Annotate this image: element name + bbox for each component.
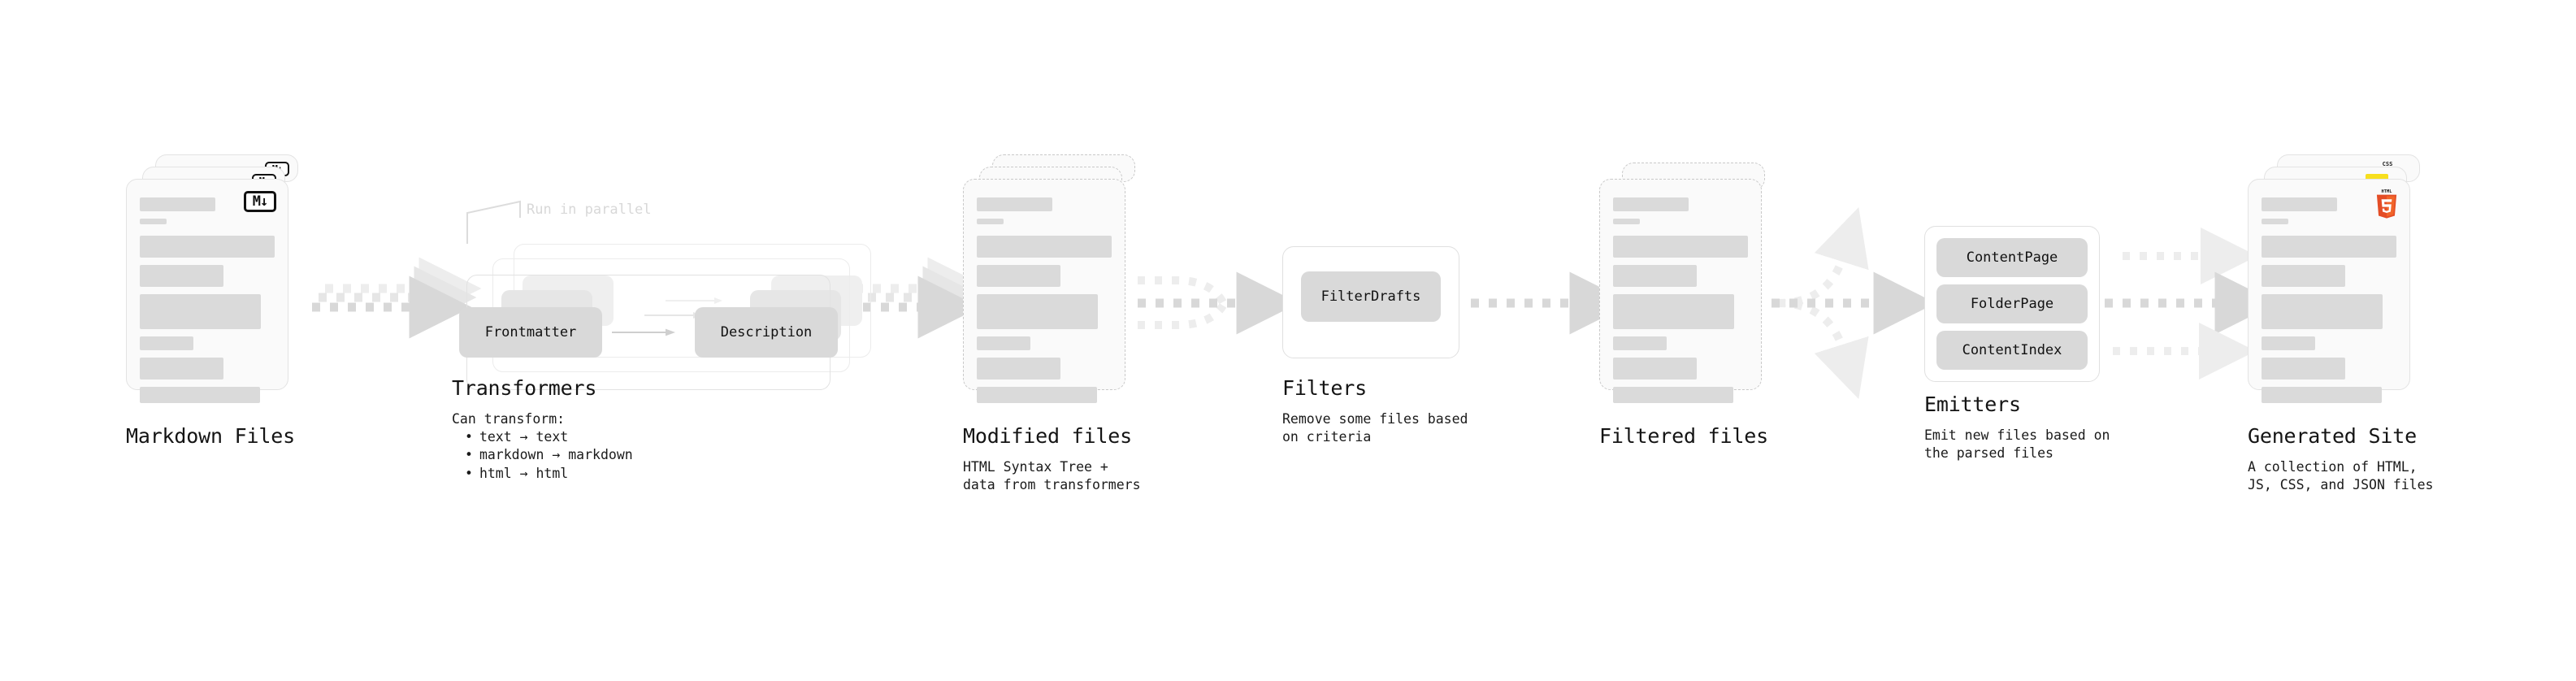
doc-bar [2262,336,2316,350]
doc-bar [1613,219,1641,224]
svg-text:HTML: HTML [2382,189,2392,194]
doc-bar [1613,265,1697,287]
stage-emitters: ContentPage FolderPage ContentIndex [1924,226,2100,382]
pill-filterdrafts[interactable]: FilterDrafts [1301,271,1441,322]
stage-modified-files [963,154,1135,403]
doc-bar [977,219,1004,224]
stage-filtered-files [1599,154,1772,403]
stage-subtitle: A collection of HTML, JS, CSS, and JSON … [2248,459,2434,492]
doc-bar [977,236,1112,258]
label-modified-files: Modified files HTML Syntax Tree + data f… [963,424,1141,494]
stage-subtitle: Emit new files based on the parsed files [1924,427,2110,461]
pill-frontmatter[interactable]: Frontmatter [459,307,602,358]
doc-bar [2262,219,2289,224]
transform-arrow [666,297,722,304]
doc-bar [2262,197,2337,211]
stage-subtitle: HTML Syntax Tree + data from transformer… [963,459,1141,492]
stage-subtitle: Remove some files based on criteria [1282,411,1468,445]
doc-bar [2262,294,2383,329]
transformer-stack: Frontmatter Description Frontmatter Desc… [452,244,871,390]
pill-description[interactable]: Description [695,307,838,358]
generated-file-html: HTML [2248,179,2410,403]
stage-title: Filtered files [1599,424,1768,448]
pill-folderpage[interactable]: FolderPage [1936,284,2088,323]
filtered-file-front [1599,179,1762,403]
stage-title: Modified files [963,424,1132,448]
doc-bar [2262,358,2345,380]
run-in-parallel-label: Run in parallel [527,202,652,218]
pill-contentpage[interactable]: ContentPage [1936,238,2088,277]
transform-bullet-list: text → text markdown → markdown html → h… [452,428,633,483]
emitters-box: ContentPage FolderPage ContentIndex [1924,226,2100,382]
stage-title: Transformers [452,376,597,400]
run-in-parallel-brace [466,200,521,244]
stage-filters: FilterDrafts [1282,246,1459,358]
markdown-file-stack: M↓ M↓ M↓ [126,154,298,403]
doc-bar [977,336,1031,350]
list-item: html → html [465,465,633,483]
doc-bar [977,294,1099,329]
doc-bar [1613,387,1733,403]
doc-bar [140,358,223,380]
doc-bar [140,294,262,329]
label-generated-site: Generated Site A collection of HTML, JS,… [2248,424,2433,494]
doc-bar [1613,358,1697,380]
label-filtered-files: Filtered files [1599,424,1768,448]
doc-bar [977,358,1060,380]
arrow-emitters-to-site [2105,228,2278,380]
list-item: markdown → markdown [465,446,633,464]
label-transformers: Transformers Can transform: text → text … [452,376,633,483]
stage-generated-site: CSS HTML [2248,154,2420,403]
markdown-file-front: M↓ [126,179,288,403]
stage-title: Filters [1282,376,1367,400]
modified-file-front [963,179,1125,403]
doc-bar [2262,236,2396,258]
label-markdown-files: Markdown Files [126,424,295,448]
doc-bar [140,387,260,403]
stage-title: Emitters [1924,393,2021,416]
doc-bar [1613,336,1667,350]
transform-arrow [612,328,675,336]
filtered-file-stack [1599,154,1772,403]
doc-bar [977,265,1060,287]
doc-bar [2262,265,2345,287]
stage-markdown-files: M↓ M↓ M↓ [126,154,298,403]
arrow-filtered-to-emitters [1772,206,1936,400]
pill-contentindex[interactable]: ContentIndex [1936,331,2088,370]
arrow-markdown-to-transformers [312,257,482,339]
doc-bar [140,336,194,350]
html5-icon: HTML [2376,189,2397,219]
doc-bar [1613,197,1689,211]
stage-title: Markdown Files [126,424,295,448]
doc-bar [977,197,1052,211]
label-emitters: Emitters Emit new files based on the par… [1924,393,2110,462]
list-item: text → text [465,428,633,446]
stage-transformers: Frontmatter Description Frontmatter Desc… [452,202,871,390]
doc-bar [2262,387,2382,403]
markdown-icon: M↓ [244,191,276,212]
filters-box: FilterDrafts [1282,246,1459,358]
label-filters: Filters Remove some files based on crite… [1282,376,1468,446]
doc-bar [140,265,223,287]
stage-title: Generated Site [2248,424,2417,448]
doc-bar [140,197,215,211]
doc-bar [140,219,167,224]
transformer-layer-front: Frontmatter Description [459,275,838,390]
doc-bar [1613,236,1748,258]
doc-bar [140,236,275,258]
doc-bar [977,387,1097,403]
stage-subtitle: Can transform: [452,411,566,427]
doc-bar [1613,294,1735,329]
modified-file-stack [963,154,1135,403]
arrow-modified-to-filters [1138,271,1299,335]
generated-site-stack: CSS HTML [2248,154,2420,403]
